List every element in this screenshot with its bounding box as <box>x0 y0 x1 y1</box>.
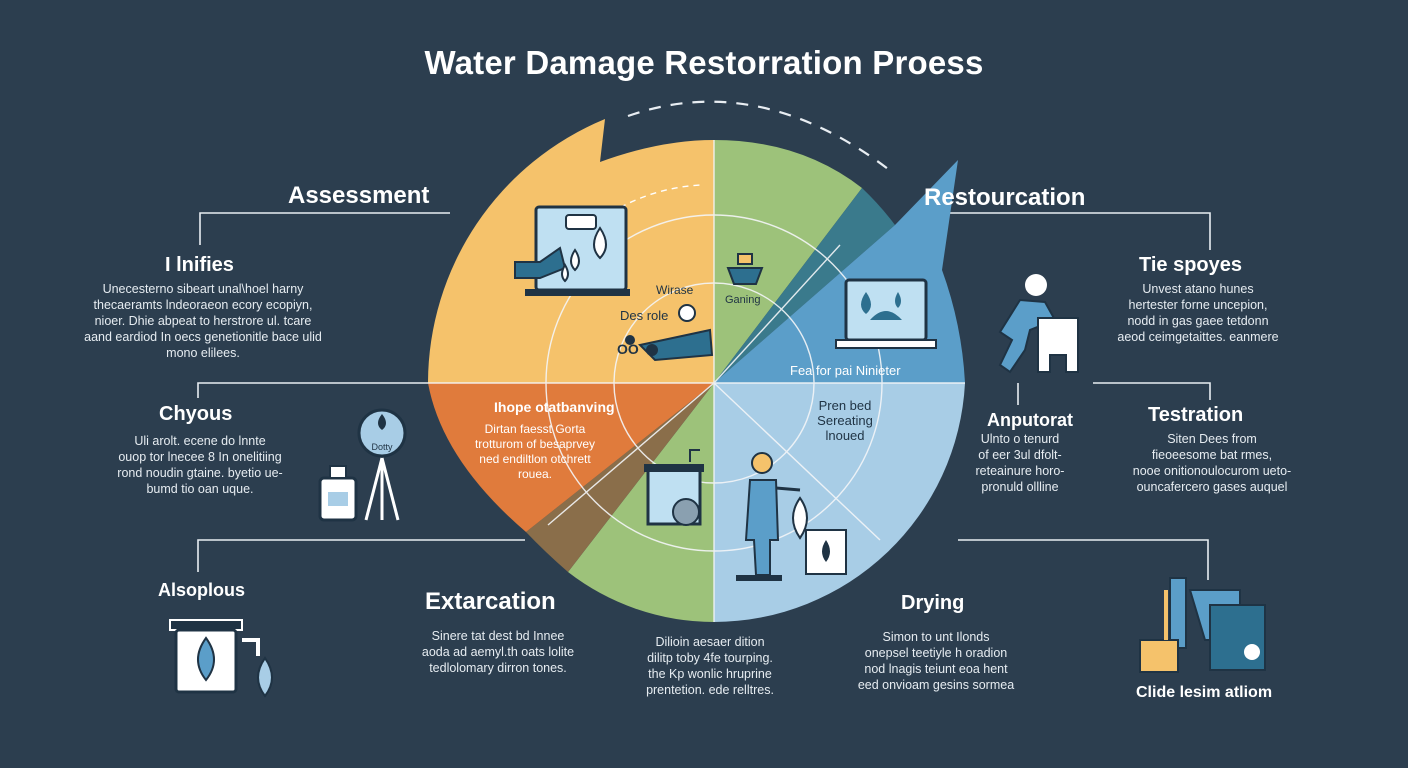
worker-furniture-icon <box>998 274 1079 374</box>
left-item-title-1: I lnifies <box>165 254 234 276</box>
section-title-extraction: Extarcation <box>425 588 556 615</box>
right-item-title-3: Clide lesim atliom <box>1136 684 1273 701</box>
segment-removal <box>428 383 714 532</box>
connector-clide <box>958 539 1209 580</box>
plumbing-tools-icon <box>1139 577 1266 673</box>
right-item-title-2: Testration <box>1148 404 1244 426</box>
drying-text: Simon to unt Ilonds onepsel teetiyle h o… <box>857 630 1015 692</box>
tablet-water-icon <box>514 205 630 296</box>
spoke-ne <box>713 244 841 384</box>
laptop-water-icon <box>835 278 937 349</box>
moisture-meter-icon <box>318 408 407 522</box>
wheel-label-removal-title: Ihope otatbanving <box>494 399 615 415</box>
connector-assessment <box>199 212 450 245</box>
connector-lines <box>197 212 1211 580</box>
wheel-label-oo: OO <box>617 341 639 357</box>
inner-dashed-arc <box>559 184 701 256</box>
segment-green-top <box>714 140 862 383</box>
section-title-restoration: Restourcation <box>924 184 1086 211</box>
section-title-drying: Drying <box>901 592 965 614</box>
right-item-title-1: Tie spoyes <box>1139 254 1243 276</box>
wheel-label-removal-text: Dirtan faesst Gorta trotturom of besaprv… <box>474 422 596 481</box>
left-item-text-2: Uli arolt. ecene do lnnte ouop tor lnece… <box>117 434 283 496</box>
spoke-se <box>713 382 881 541</box>
left-item-title-2: Chyous <box>159 403 233 425</box>
wheel-label-fee-for: Fea for pai Ninieter <box>790 363 901 378</box>
wheel-label-des-role: Des role <box>620 308 669 323</box>
wheel-label-gening: Ganing <box>725 294 761 306</box>
dashed-arc <box>627 100 893 173</box>
extraction-text: Sinere tat dest bd Innee aoda ad aemyl.t… <box>421 629 575 675</box>
anputorat-text: Ulnto o tenurd of eer 3ul dfolt- reteain… <box>975 432 1065 494</box>
section-title-assessment: Assessment <box>288 182 430 209</box>
page-title: Water Damage Restorration Proess <box>424 44 984 81</box>
center-bottom-text: Dilioin aesaer dition dilitp toby 4fe to… <box>646 635 774 697</box>
extractor-machine-icon <box>644 449 704 526</box>
connector-alsoplous <box>197 539 525 572</box>
technician-icon <box>736 452 847 581</box>
segment-extraction <box>568 383 714 622</box>
meter-label: Dotty <box>371 442 393 452</box>
wheel-label-pren-bed: Pren bed Sereating lnoued <box>817 398 873 443</box>
left-item-text-1: Unecesterno sibeart unal\hoel harny thec… <box>84 282 322 360</box>
right-item-text-1: Unvest atano hunes hertester forne uncep… <box>1117 282 1279 344</box>
connector-chyous <box>197 382 428 398</box>
bucket-water-icon <box>169 619 273 698</box>
wheel-label-wirase: Wirase <box>656 283 694 297</box>
left-item-title-3: Alsoplous <box>158 580 246 600</box>
anputorat-title: Anputorat <box>987 410 1073 430</box>
connector-testration <box>1093 382 1211 400</box>
wheel-guides <box>428 140 965 622</box>
spoke-sw <box>547 382 715 526</box>
connector-tie-spoyes <box>930 212 1211 250</box>
right-item-text-2: Siten Dees from fieoeesome bat rmes, noo… <box>1132 432 1292 494</box>
segment-brown <box>526 383 714 572</box>
worker-cleaning-icon <box>625 304 714 362</box>
sink-icon <box>726 253 764 285</box>
